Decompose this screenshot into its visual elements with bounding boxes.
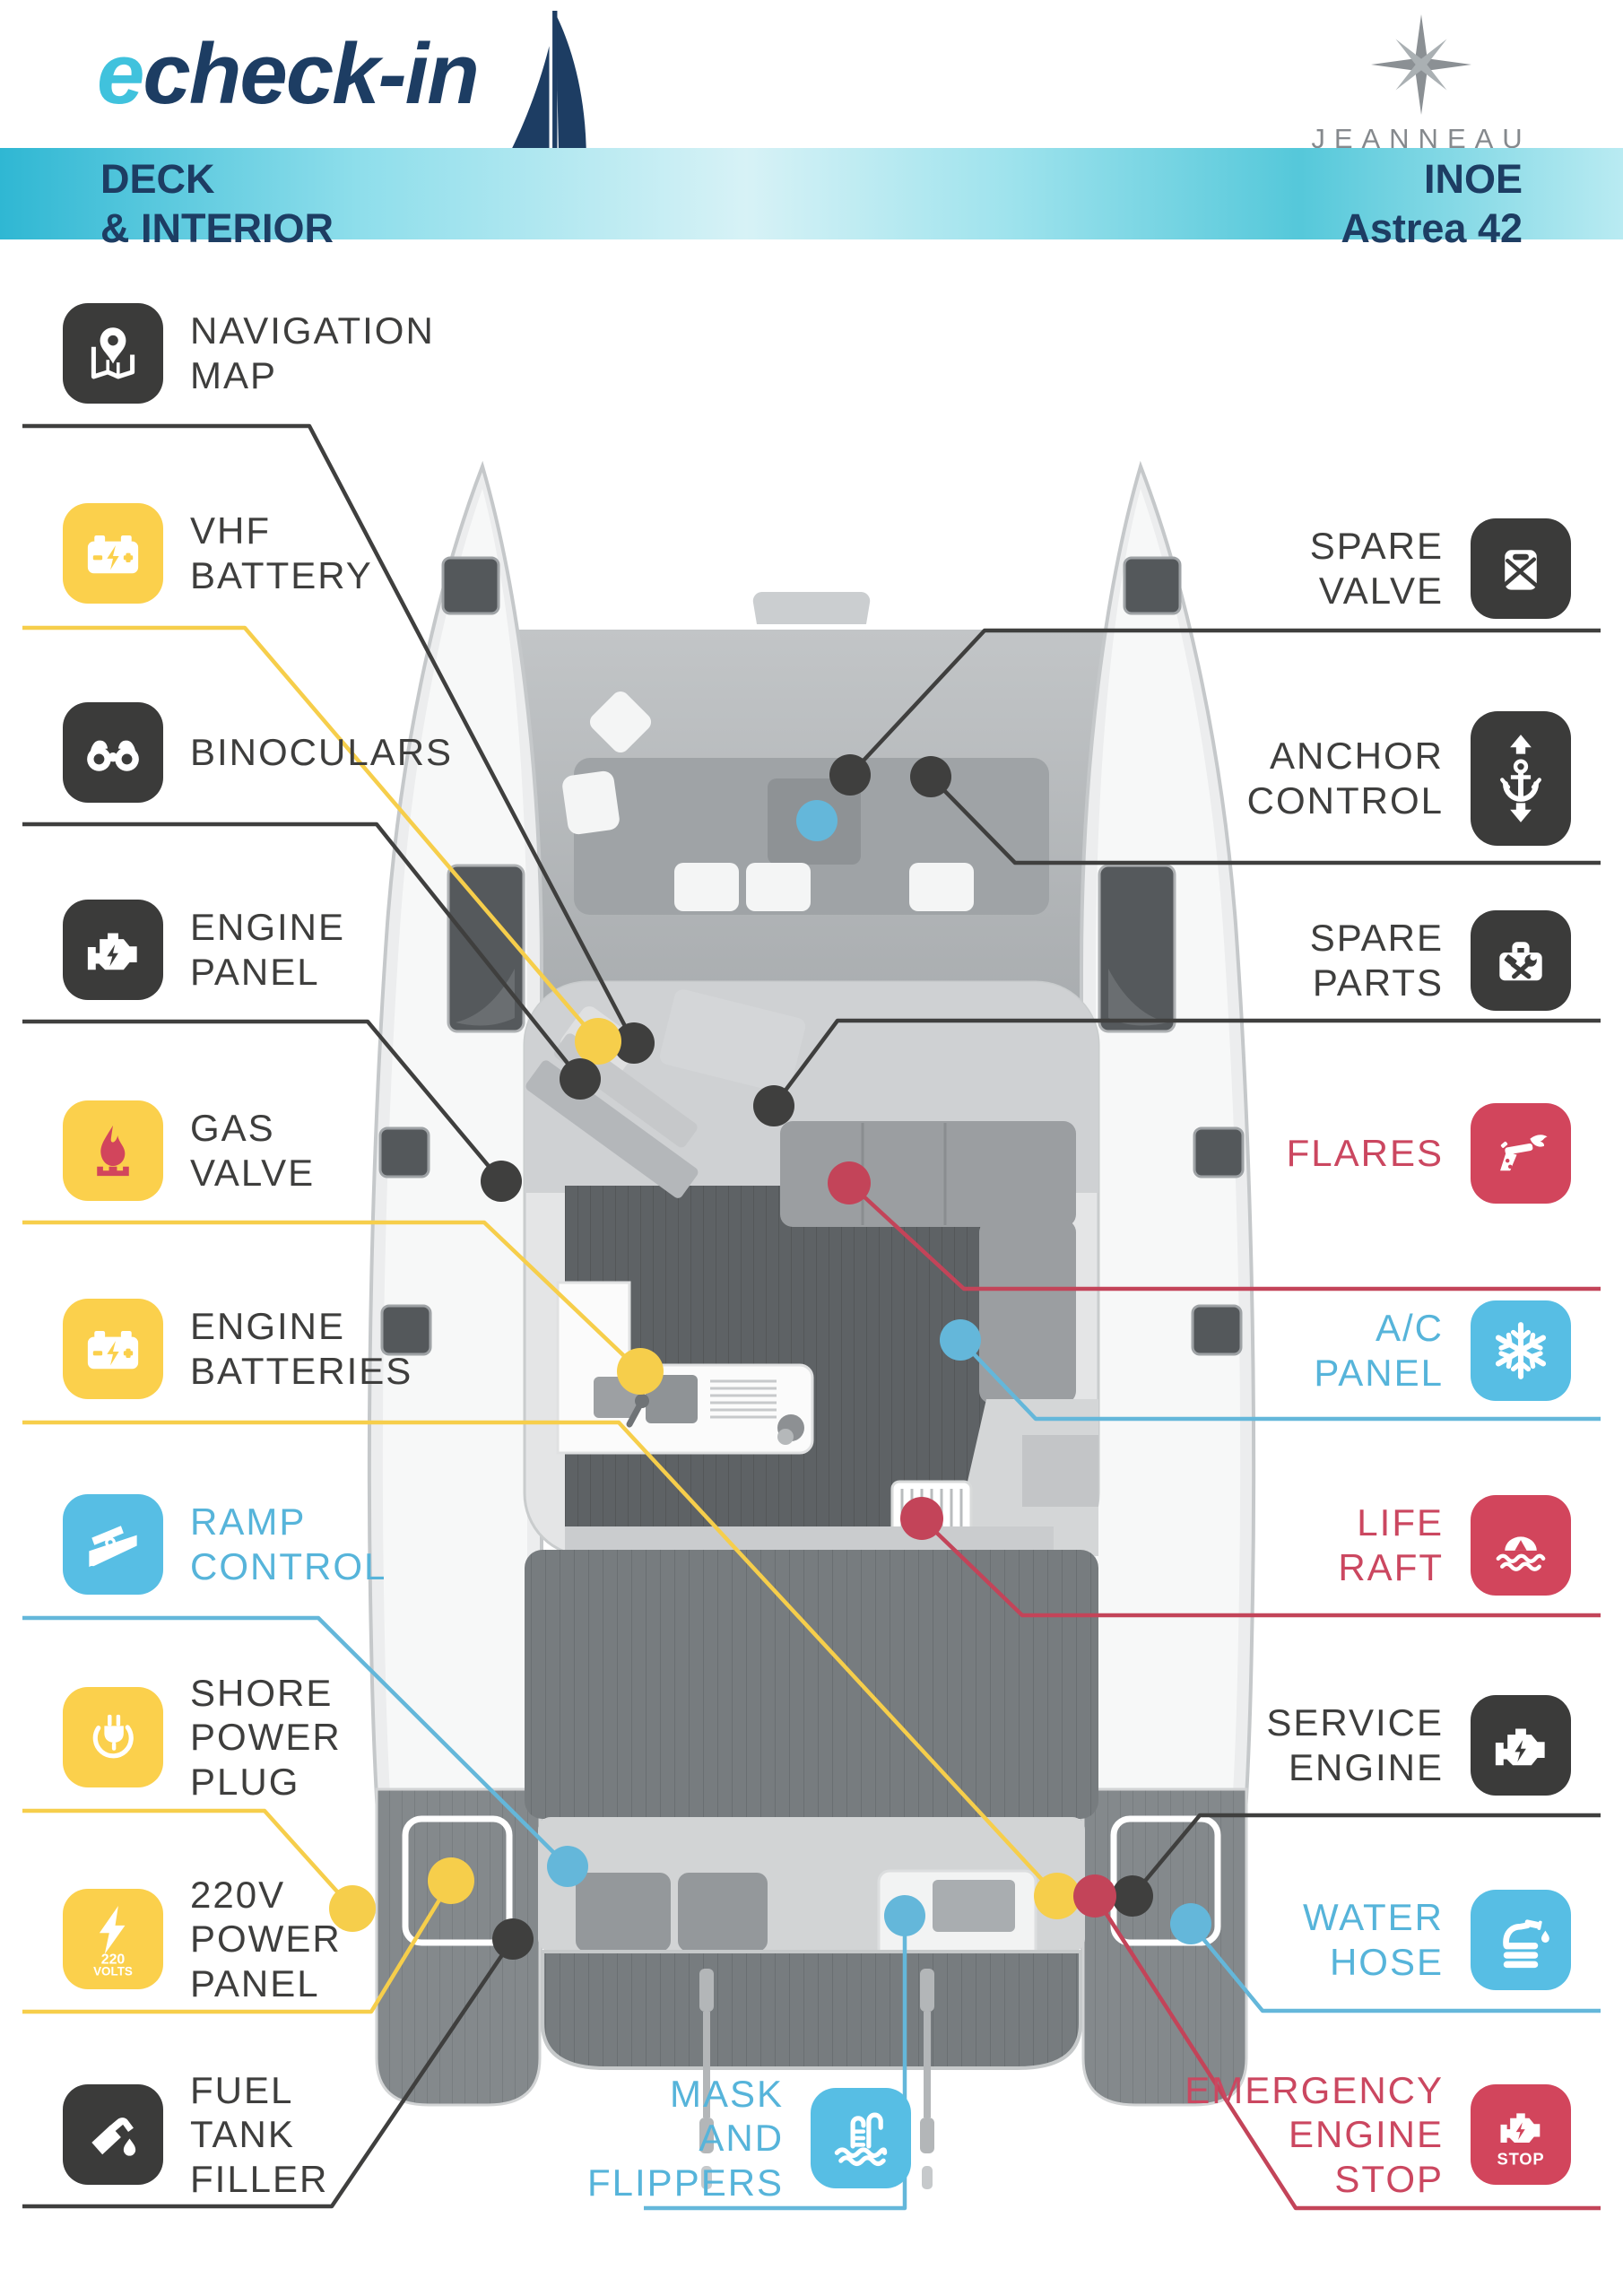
leader-vhf-battery	[22, 625, 600, 1043]
dot-spare-valve	[829, 754, 871, 796]
header: echeck-in JEANNEAU YACHTS	[0, 0, 1623, 210]
dot-220v-power-panel	[428, 1857, 474, 1904]
deck-hatch	[378, 1126, 430, 1178]
dot-emergency-engine-stop	[1073, 1874, 1116, 1918]
leader-fuel-tank-filler	[22, 1937, 515, 2209]
stern-scoop	[375, 1787, 542, 2107]
dot-anchor-control	[910, 756, 951, 797]
banner-title: DECK & INTERIOR	[100, 156, 334, 251]
leader-flares	[847, 1181, 1601, 1292]
bow-hatch	[441, 556, 500, 615]
boat-name: INOE Astrea 42	[1341, 156, 1523, 251]
leader-service-engine	[1131, 1813, 1601, 1898]
compass-rose-icon	[1371, 14, 1471, 115]
logo-rest: check-in	[143, 26, 479, 122]
leader-life-raft	[920, 1517, 1601, 1618]
dot-ramp-control	[547, 1846, 588, 1887]
dot-engine-panel	[481, 1161, 522, 1202]
leader-engine-batteries	[22, 1420, 1059, 1898]
saloon	[523, 980, 1100, 1558]
dot-life-raft	[900, 1497, 943, 1540]
leader-gas-valve	[22, 1220, 642, 1373]
leader-water-hose	[1189, 1922, 1601, 2013]
leader-spare-valve	[848, 628, 1601, 777]
leader-shore-power-plug	[22, 1808, 354, 1910]
dot-shore-power-plug	[329, 1885, 376, 1932]
dot-gas-valve	[617, 1348, 664, 1395]
leader-emergency-engine-stop	[1093, 1894, 1601, 2211]
leader-220v-power-panel	[22, 1879, 453, 2014]
dot-vhf-battery	[575, 1018, 621, 1065]
deck-hatch	[380, 1304, 432, 1356]
dot-water-hose	[1170, 1903, 1211, 1944]
echeck-in-logo: echeck-in	[97, 25, 480, 124]
dot-flares	[828, 1161, 871, 1205]
center-platform	[541, 1950, 1082, 2070]
dot-binoculars	[560, 1058, 601, 1100]
stern-locker-outline	[402, 1815, 513, 1946]
bowsprit	[752, 591, 871, 624]
dot-service-engine	[1112, 1875, 1153, 1917]
dot-ac-panel	[940, 1319, 981, 1361]
logo-accent-letter: e	[97, 26, 144, 122]
banner: DECK & INTERIOR INOE Astrea 42	[0, 148, 1623, 251]
galley	[556, 1281, 814, 1455]
davits	[699, 1969, 934, 2189]
dot-unlabeled	[796, 800, 838, 841]
dot-mask-and-flippers	[884, 1895, 925, 1936]
leader-ac-panel	[959, 1338, 1601, 1422]
chart-table	[659, 989, 806, 1093]
leader-anchor-control	[929, 775, 1601, 865]
leader-lines	[22, 423, 1601, 2211]
leader-mask-and-flippers	[644, 1916, 907, 2211]
leader-ramp-control	[22, 1615, 569, 1868]
leader-spare-parts	[772, 1018, 1601, 1108]
dot-fuel-tank-filler	[492, 1918, 534, 1960]
dot-engine-batteries	[1034, 1873, 1081, 1919]
leader-binoculars	[22, 822, 582, 1081]
aft-cockpit	[525, 1550, 1098, 2189]
location-dots	[329, 754, 1211, 1960]
dot-navigation-map	[613, 1022, 655, 1064]
dot-spare-parts	[753, 1085, 794, 1126]
leader-navigation-map	[22, 423, 636, 1045]
leader-engine-panel	[22, 1019, 503, 1183]
